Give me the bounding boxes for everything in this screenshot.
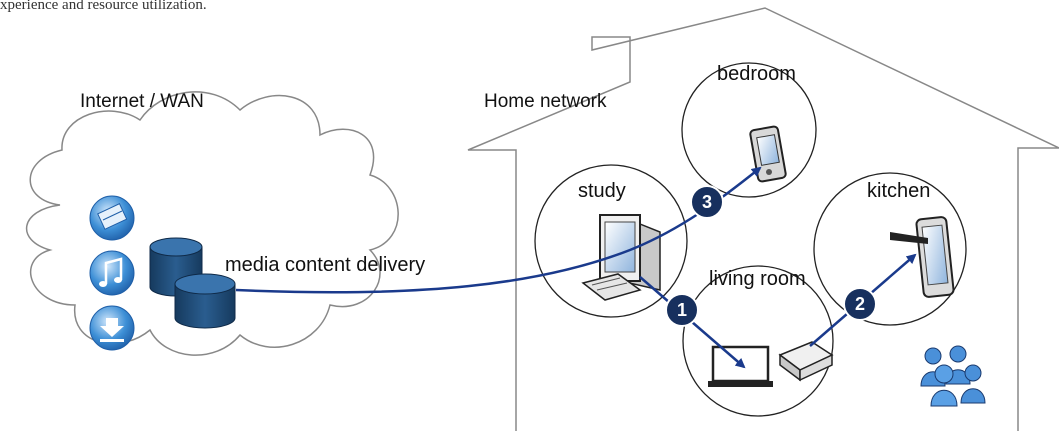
- media-delivery-label: media content delivery: [225, 254, 425, 276]
- step-badge-1: 1: [665, 293, 699, 327]
- film-icon: [89, 195, 135, 241]
- internet-label: Internet / WAN: [80, 91, 204, 112]
- music-note-icon: [89, 250, 135, 296]
- room-label-study: study: [578, 180, 626, 202]
- room-label-bedroom: bedroom: [717, 63, 796, 85]
- desktop-computer-icon: [581, 214, 661, 301]
- step-badge-2: 2: [843, 287, 877, 321]
- tablet-icon: [890, 216, 955, 298]
- step-number: 2: [855, 294, 865, 314]
- clipped-caption: xperience and resource utilization.: [0, 0, 207, 13]
- laptop-icon: [708, 345, 773, 387]
- step-number: 3: [702, 192, 712, 212]
- room-label-living-room: living room: [709, 268, 806, 290]
- house-outline: [467, 7, 1059, 431]
- set-top-box-icon: [778, 341, 834, 382]
- database-icon: [174, 273, 236, 329]
- pda-icon: [749, 125, 787, 183]
- users-group-icon: [920, 345, 986, 407]
- download-icon: [89, 305, 135, 351]
- step-number: 1: [677, 300, 687, 320]
- room-label-kitchen: kitchen: [867, 180, 930, 202]
- step-badge-3: 3: [690, 185, 724, 219]
- home-network-label: Home network: [484, 91, 607, 112]
